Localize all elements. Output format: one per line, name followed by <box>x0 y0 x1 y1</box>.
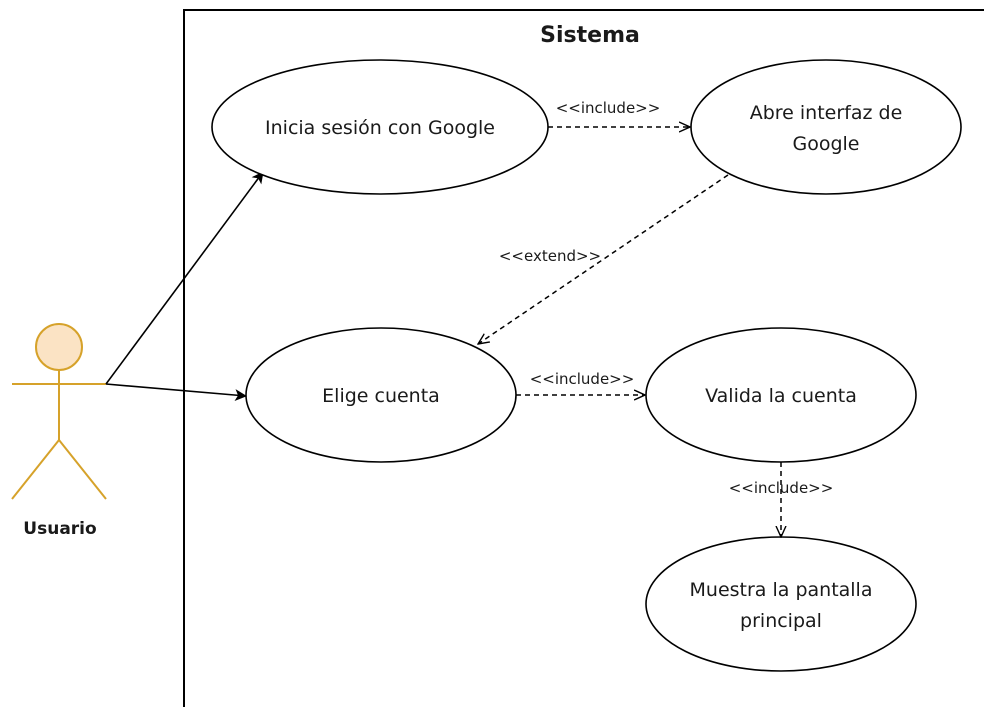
use-case-show-main: Muestra la pantalla principal <box>645 536 917 672</box>
actor-right-leg <box>58 439 107 500</box>
use-case-login-google: Inicia sesión con Google <box>211 59 549 195</box>
use-case-choose-account: Elige cuenta <box>245 327 517 463</box>
use-case-label: Valida la cuenta <box>705 385 857 407</box>
use-case-label-line-1: Muestra la pantalla <box>690 579 873 601</box>
include-label-1: <<include>> <box>556 99 661 117</box>
association-login <box>105 171 264 385</box>
use-case-label-line-1: Abre interfaz de <box>750 102 903 124</box>
extend-label: <<extend>> <box>499 247 601 265</box>
include-label-3: <<include>> <box>729 479 834 497</box>
system-title: Sistema <box>540 23 640 48</box>
use-case-open-google: Abre interfaz de Google <box>690 59 962 195</box>
use-case-label-line-2: principal <box>740 610 822 632</box>
actor-usuario: Usuario <box>11 323 107 539</box>
use-case-label: Inicia sesión con Google <box>265 117 495 139</box>
use-case-label: Elige cuenta <box>322 385 440 407</box>
actor-name: Usuario <box>23 519 96 539</box>
actor-left-leg <box>11 439 60 500</box>
association-choose-account <box>105 383 247 402</box>
use-case-label-line-2: Google <box>792 133 859 155</box>
include-label-2: <<include>> <box>530 370 635 388</box>
actor-head <box>35 323 83 371</box>
use-case-validate-account: Valida la cuenta <box>645 327 917 463</box>
system-boundary <box>183 9 984 707</box>
